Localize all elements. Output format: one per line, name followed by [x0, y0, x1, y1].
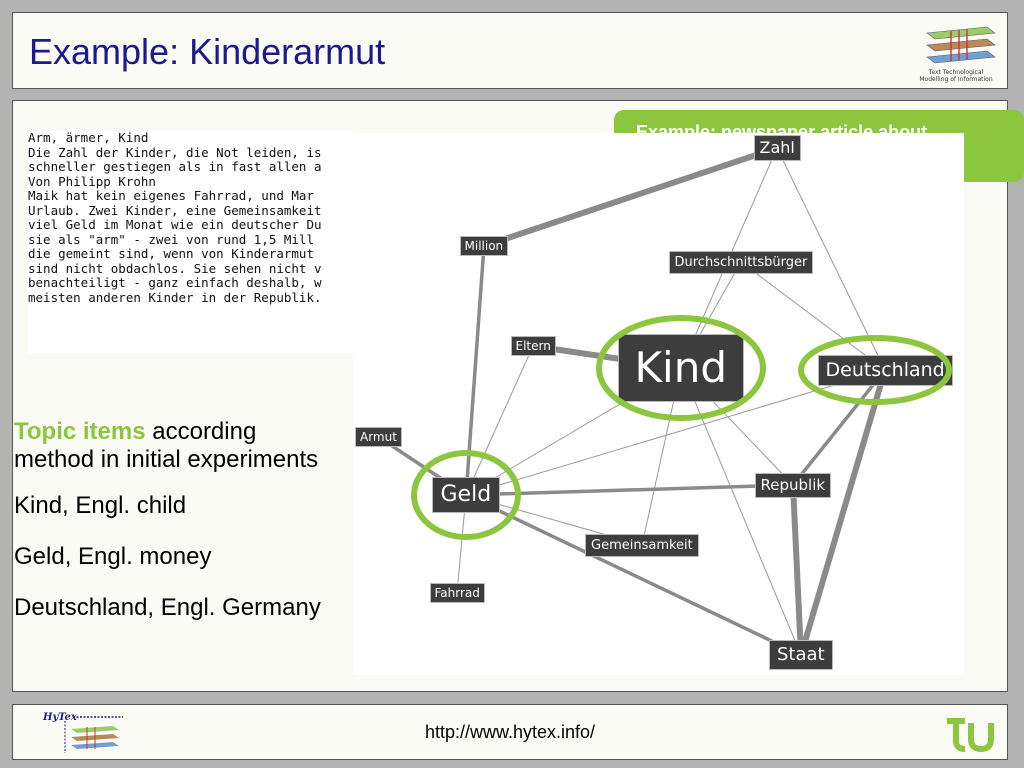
- topic-items-rest: according: [145, 418, 257, 445]
- edge-geld-staat: [465, 493, 802, 657]
- node-deutschland: Deutschland: [817, 354, 953, 386]
- article-line: meisten anderen Kinder in der Republik.: [28, 289, 322, 305]
- article-excerpt: Arm, ärmer, Kind Die Zahl der Kinder, di…: [28, 131, 358, 353]
- tu-logo-icon: [947, 718, 994, 753]
- topic-item: Kind, Engl. child: [14, 492, 187, 519]
- topic-item: Geld, Engl. money: [14, 543, 212, 570]
- slide-header: Example: Kinderarmut Text Technological …: [12, 12, 1008, 89]
- topic-items-highlight: Topic items: [14, 418, 146, 445]
- article-line: Von Philipp Krohn: [28, 173, 156, 189]
- article-line: schneller gestiegen als in fast allen a: [28, 159, 322, 174]
- article-line: Die Zahl der Kinder, die Not leiden, is: [28, 144, 322, 160]
- edge-zahl-deutschland: [776, 147, 886, 371]
- edge-deutschland-staat: [798, 369, 888, 656]
- edge-deutschland-republik: [791, 368, 887, 487]
- edge-million-geld: [464, 245, 486, 496]
- node-republik: Republik: [754, 472, 832, 498]
- article-line: Arm, ärmer, Kind: [28, 131, 149, 145]
- edge-geld-republik: [465, 483, 794, 497]
- edge-kind-staat: [680, 367, 802, 656]
- article-line: sind nicht obdachlos. Sie sehen nicht v: [28, 260, 322, 276]
- node-eltern: Eltern: [510, 336, 556, 356]
- topic-items-method: method in initial experiments: [14, 446, 319, 473]
- ttmi-logo-icon: [926, 26, 996, 64]
- node-million: Million: [459, 236, 509, 256]
- article-line: viel Geld im Monat wie ein deutscher Du: [28, 217, 322, 232]
- article-line: Urlaub. Zwei Kinder, eine Gemeinsamkeit: [28, 202, 322, 218]
- node-fahrrad: Fahrrad: [429, 583, 485, 603]
- article-line: Maik hat kein eigenes Fahrrad, und Mar: [28, 188, 314, 203]
- slide-footer: HyTex http://www.hytex.info/: [12, 704, 1008, 760]
- node-kind: Kind: [617, 334, 744, 402]
- ttmi-logo-line: Modelling of Information: [919, 76, 993, 83]
- node-geld: Geld: [431, 477, 501, 513]
- edge-republik-staat: [790, 484, 804, 656]
- node-armut: Armut: [355, 427, 402, 447]
- node-staat: Staat: [769, 640, 833, 670]
- topic-items-text: Topic items according method in initial …: [14, 418, 321, 622]
- hytex-logo-icon: HyTex: [42, 712, 123, 753]
- node-gemeinsamkeit: Gemeinsamkeit: [585, 533, 699, 557]
- edge-million-zahl: [483, 145, 778, 249]
- article-line: die gemeint sind, wenn von Kinderarmut: [28, 246, 314, 261]
- footer-url-link[interactable]: http://www.hytex.info/: [424, 722, 596, 742]
- node-durchschnittsbuerger: Durchschnittsbürger: [668, 250, 814, 274]
- article-line: benachteiligt - ganz einfach deshalb, w: [28, 275, 322, 290]
- ttmi-logo-line: Text Technological: [928, 69, 984, 76]
- ttmi-logo-text: Text Technological Modelling of Informat…: [911, 69, 1001, 83]
- article-line: sie als "arm" - zwei von rund 1,5 Mill: [28, 231, 314, 247]
- slide-title: Example: Kinderarmut: [29, 31, 386, 72]
- node-zahl: Zahl: [753, 135, 801, 161]
- topic-item: Deutschland, Engl. Germany: [14, 594, 321, 621]
- hytex-logo-label: HyTex: [42, 712, 78, 723]
